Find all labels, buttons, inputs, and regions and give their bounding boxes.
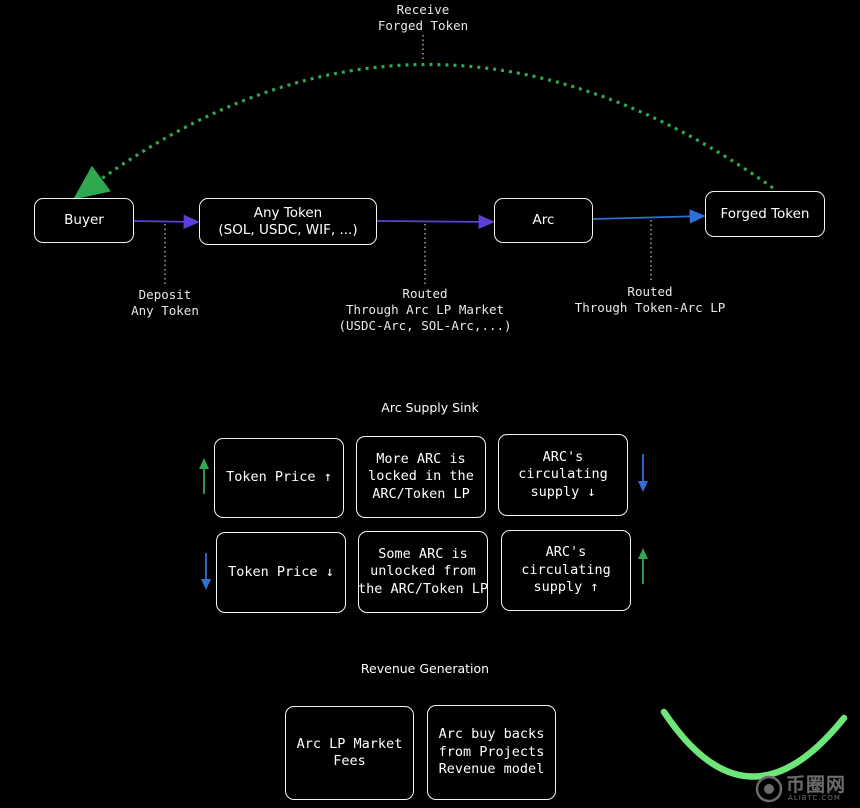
buyer-node-label: Buyer [64,212,104,228]
token-price-down-label: Token Price ↓ [228,563,334,580]
forged-token-node-label: Forged Token [720,205,810,222]
green-up-arrow-icon [638,548,648,584]
any-token-node[interactable]: Any Token (SOL, USDC, WIF, ...) [199,198,377,245]
arrow-any-token-to-arc [376,214,495,230]
token-price-down-box: Token Price ↓ [216,532,346,613]
routed-arc-lp-label: Routed Through Arc LP Market (USDC-Arc, … [338,286,512,333]
watermark-subtext: ALIBTC.COM [788,794,841,802]
deposit-any-token-label: Deposit Any Token [131,287,199,318]
blue-down-arrow-icon [201,553,211,590]
lp-market-fees-box: Arc LP Market Fees [285,706,414,800]
receive-forged-token-label: Receive Forged Token [377,2,469,33]
revenue-generation-title: Revenue Generation [360,661,490,676]
more-arc-locked-label: More ARC is locked in the ARC/Token LP [368,450,474,502]
arrow-buyer-to-any-token [132,214,200,229]
arrow-arc-to-forged-token [592,209,706,224]
token-price-up-box: Token Price ↑ [214,438,344,518]
token-price-up-label: Token Price ↑ [226,469,332,486]
supply-sink-title: Arc Supply Sink [381,400,479,415]
return-arc-connector [73,63,774,200]
buy-backs-box: Arc buy backs from Projects Revenue mode… [427,705,556,800]
some-arc-unlocked-label: Some ARC is unlocked from the ARC/Token … [357,545,489,597]
green-up-arrow-icon [199,458,209,494]
arc-node[interactable]: Arc [494,198,593,243]
forged-token-node[interactable]: Forged Token [705,191,825,237]
arc-supply-up-label: ARC's circulating supply ↑ [521,544,611,596]
blue-down-arrow-icon [638,454,648,492]
watermark: 币圈网 ALIBTC.COM [752,770,852,806]
some-arc-unlocked-box: Some ARC is unlocked from the ARC/Token … [358,531,488,613]
arc-node-label: Arc [532,212,555,228]
watermark-text: 币圈网 [786,774,847,796]
buyer-node[interactable]: Buyer [34,198,134,243]
buy-backs-label: Arc buy backs from Projects Revenue mode… [438,726,545,778]
lp-market-fees-label: Arc LP Market Fees [296,735,403,770]
arc-supply-down-box: ARC's circulating supply ↓ [498,434,628,516]
smile-decoration [660,708,848,780]
more-arc-locked-box: More ARC is locked in the ARC/Token LP [356,436,486,518]
any-token-node-label: Any Token (SOL, USDC, WIF, ...) [218,204,358,238]
routed-token-arc-lp-label: Routed Through Token-Arc LP [574,284,726,315]
arc-supply-up-box: ARC's circulating supply ↑ [501,530,631,611]
arc-supply-down-label: ARC's circulating supply ↓ [518,448,608,500]
watermark-logo-icon [755,775,783,803]
